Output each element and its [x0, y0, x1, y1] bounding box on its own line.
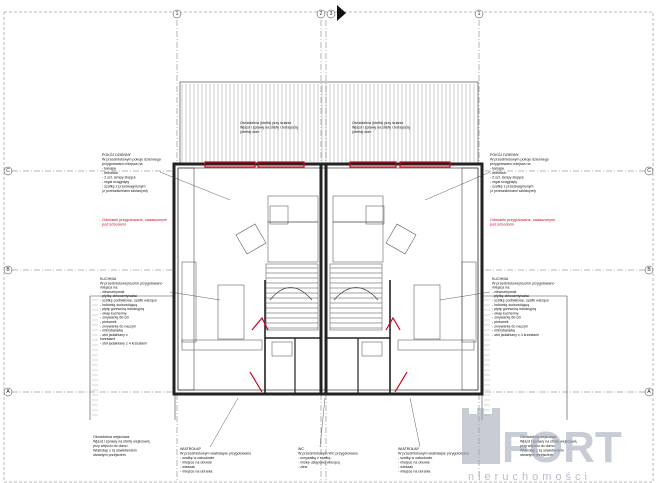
- grid-label-row-c-right: C: [647, 168, 651, 174]
- staircases: [265, 263, 383, 331]
- note-red-right: Odmianki przygotowane, zadaszonymi pod s…: [490, 218, 556, 227]
- note-bottom-left: Ośmiotelnia wejściowa Wjazd i sprawy na …: [93, 435, 151, 457]
- note-hall-left: WIATROŁAP W przedmiotowym wiatrołapie pr…: [180, 447, 252, 474]
- fort-watermark: FORT nieruchomości: [462, 408, 622, 483]
- grid-label-row-b-right: B: [647, 267, 651, 273]
- building-walls: [172, 162, 484, 396]
- grid-label-row-a-left: A: [6, 389, 10, 395]
- grid-label-col-3: 3: [330, 11, 333, 17]
- watermark-tagline: nieruchomości: [468, 471, 591, 483]
- note-living-left: POKÓJ DZIENNY W przedmiotowym pokoju dzi…: [102, 152, 162, 193]
- furniture: [181, 195, 477, 357]
- grid-label-col-2: 2: [320, 11, 323, 17]
- note-red-left: Odmianki przygotowane, zadaszonymi pod s…: [102, 218, 168, 227]
- north-arrow-icon: [337, 5, 346, 21]
- note-kitchen-left: KUCHNIA W przedmiotowej kuchni przygotow…: [100, 277, 163, 346]
- note-wc: WC W przedmiotowym WC przygotowano - umy…: [298, 447, 359, 469]
- grid-label-col-4: 1: [478, 11, 481, 17]
- grid-bubbles: 1 2 3 1 C C B B A A: [3, 9, 654, 397]
- grid-label-row-c-left: C: [6, 168, 10, 174]
- grid-label-col-1: 1: [176, 11, 179, 17]
- note-bottom-right: Ośmiotelnia wejściowa Wjazd i sprawy na …: [520, 435, 578, 457]
- note-hall-right: WIATROŁAP W przedmiotowym wiatrołapie pr…: [398, 447, 470, 474]
- note-terrace-right: Ośmiotelnia (strefa) przy ścianie Wjazd …: [352, 121, 411, 134]
- sheet-frame: [3, 11, 654, 483]
- grid-label-row-b-left: B: [6, 267, 10, 273]
- leader-lines: [159, 171, 491, 448]
- note-living-right: POKÓJ DZIENNY W przedmiotowym pokoju dzi…: [490, 152, 550, 193]
- grid-label-row-a-right: A: [647, 389, 651, 395]
- note-kitchen-right: KUCHNIA W przedmiotowej kuchni przygotow…: [492, 277, 555, 337]
- annotations: Ośmiotelnia (strefa) przy ścianie Wjazd …: [93, 121, 578, 474]
- terrace-top: [179, 81, 479, 165]
- tower-logo-icon: [462, 408, 500, 464]
- watermark-brand: FORT: [502, 423, 622, 472]
- note-terrace-left: Ośmiotelnia (strefa) przy ścianie Wjazd …: [240, 121, 299, 134]
